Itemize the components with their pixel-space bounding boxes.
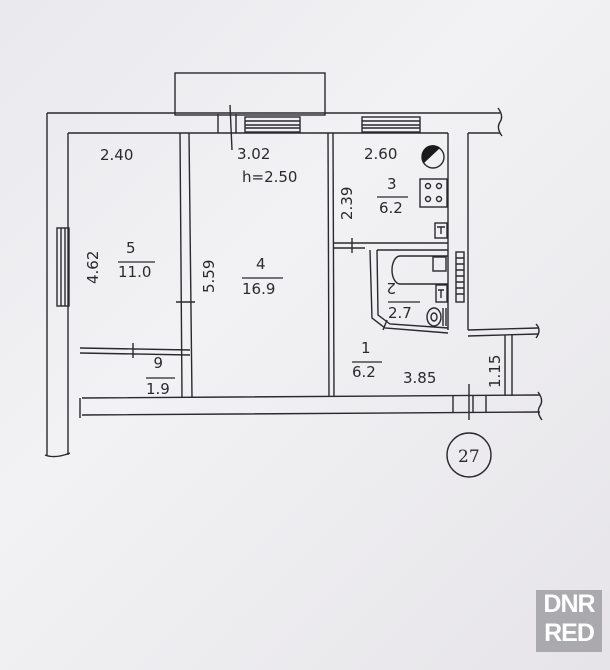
bottom-wall — [81, 394, 541, 416]
stove-icon — [419, 178, 448, 208]
svg-text:6: 6 — [153, 353, 163, 371]
top-window-1 — [244, 116, 301, 133]
room-3-label: 3 6.2 — [377, 175, 408, 217]
wall-4-1 — [327, 132, 335, 398]
apartment-number-circle — [446, 432, 492, 478]
dim-room4-depth: 5.59 — [200, 260, 218, 293]
wall-5-4 — [176, 132, 195, 399]
dim-room5-depth: 4.62 — [84, 251, 102, 284]
svg-text:16.9: 16.9 — [242, 280, 275, 298]
svg-text:6.2: 6.2 — [352, 363, 376, 381]
svg-text:2.7: 2.7 — [388, 304, 412, 322]
closet-partition — [79, 343, 191, 358]
bathroom-walls — [369, 249, 449, 334]
balcony — [174, 72, 326, 116]
top-window-2 — [361, 116, 421, 133]
apartment-number: 27 — [458, 447, 480, 467]
svg-text:3: 3 — [387, 175, 397, 193]
room-6-label: 6 1.9 — [146, 353, 175, 398]
dim-room3-width: 2.60 — [364, 145, 397, 163]
left-wall — [46, 113, 81, 455]
boiler-icon — [421, 145, 445, 169]
room-4-label: 4 16.9 — [242, 255, 283, 298]
kitchen-partition — [333, 238, 448, 253]
dim-room5-width: 2.40 — [100, 146, 133, 164]
bathtub-icon — [391, 255, 448, 285]
svg-text:5: 5 — [126, 239, 136, 257]
sink-icon — [434, 222, 448, 239]
watermark-line2: RED — [544, 619, 595, 647]
svg-text:1: 1 — [361, 339, 371, 357]
dim-room3-depth: 2.39 — [338, 187, 356, 220]
svg-text:4: 4 — [256, 255, 266, 273]
room-1-label: 1 6.2 — [352, 339, 382, 381]
dim-hall-width: 1.15 — [486, 355, 504, 388]
svg-text:1.9: 1.9 — [146, 380, 170, 398]
left-window — [56, 227, 70, 307]
dim-room4-width: 3.02 — [237, 145, 270, 163]
ceiling-height: h=2.50 — [242, 168, 297, 186]
room-2-label: 2 2.7 — [386, 279, 420, 322]
dim-hall-length: 3.85 — [403, 369, 436, 387]
toilet-icon — [426, 307, 447, 327]
radiator-icon — [455, 251, 465, 303]
room-5-label: 5 11.0 — [118, 239, 155, 281]
svg-text:6.2: 6.2 — [379, 199, 403, 217]
svg-text:11.0: 11.0 — [118, 263, 151, 281]
kitchen-right-wall — [447, 133, 539, 337]
watermark-line1: DNR — [543, 590, 595, 618]
watermark-logo: DNR RED — [536, 590, 602, 652]
top-wall — [47, 112, 500, 134]
svg-text:2: 2 — [386, 279, 396, 297]
